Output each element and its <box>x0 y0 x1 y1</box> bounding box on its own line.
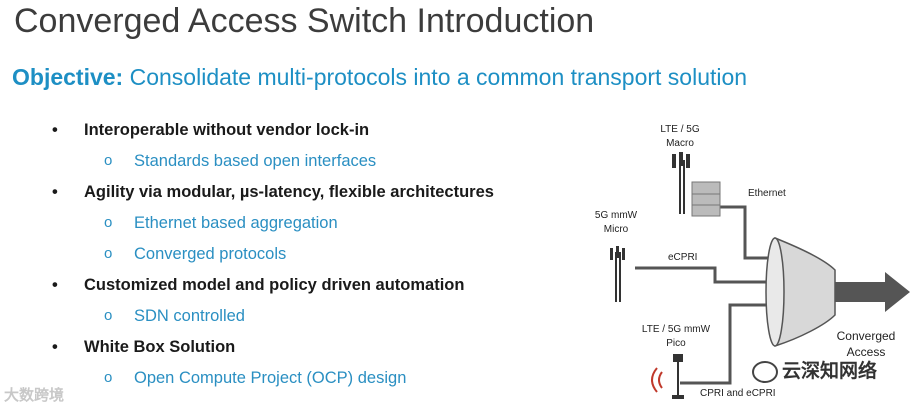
watermark-left: 大数跨境 <box>4 384 64 405</box>
converged-switch-funnel-icon <box>765 237 836 347</box>
sub-bullet-item: o Open Compute Project (OCP) design <box>52 364 494 395</box>
objective-line: Objective: Consolidate multi-protocols i… <box>12 64 747 91</box>
bullet-text: White Box Solution <box>84 338 236 356</box>
cpri-label: CPRI and eCPRI <box>700 388 776 399</box>
sub-bullet-text: SDN controlled <box>134 307 245 325</box>
bullet-text: Agility via modular, µs-latency, flexibl… <box>84 183 494 201</box>
sub-bullet-item: o Ethernet based aggregation <box>52 209 494 240</box>
lte-macro-label-1: LTE / 5G <box>660 124 699 135</box>
pico-antenna-icon <box>651 354 684 399</box>
sub-bullet-circle-icon: o <box>104 245 113 262</box>
sub-bullet-text: Converged protocols <box>134 245 287 263</box>
sub-bullet-circle-icon: o <box>104 152 113 169</box>
ethernet-link <box>720 205 775 260</box>
bullet-dot-icon: • <box>52 338 58 356</box>
macro-tower-icon <box>672 152 690 214</box>
lte-macro-label-2: Macro <box>666 138 694 149</box>
converged-label-1: Converged <box>837 329 896 343</box>
bullet-dot-icon: • <box>52 276 58 294</box>
network-diagram: LTE / 5G Macro 5G mmW Micro Ethernet eCP… <box>595 124 910 399</box>
bullet-text: Interoperable without vendor lock-in <box>84 121 370 139</box>
ecpri-link <box>635 266 778 284</box>
sub-bullet-item: o SDN controlled <box>52 302 494 333</box>
objective-text: Consolidate multi-protocols into a commo… <box>129 64 748 90</box>
bullet-text: Customized model and policy driven autom… <box>84 276 465 294</box>
bullet-item: • White Box Solution <box>52 333 494 364</box>
sub-bullet-circle-icon: o <box>104 369 113 386</box>
sub-bullet-text: Ethernet based aggregation <box>134 214 338 232</box>
objective-lead: Objective: <box>12 64 124 90</box>
ethernet-label: Ethernet <box>748 188 786 199</box>
wechat-icon <box>752 360 778 383</box>
sub-bullet-item: o Converged protocols <box>52 240 494 271</box>
bullet-item: • Customized model and policy driven auto… <box>52 271 494 302</box>
ecpri-label: eCPRI <box>668 252 697 263</box>
pico-label-1: LTE / 5G mmW <box>642 324 711 335</box>
sub-bullet-text: Open Compute Project (OCP) design <box>134 369 407 387</box>
sub-bullet-circle-icon: o <box>104 307 113 324</box>
bullet-dot-icon: • <box>52 121 58 139</box>
slide-title: Converged Access Switch Introduction <box>14 2 595 40</box>
watermark-right-text: 云深知网络 <box>782 361 878 382</box>
sub-bullet-item: o Standards based open interfaces <box>52 147 494 178</box>
mmw-micro-label-2: Micro <box>604 224 629 235</box>
pico-label-2: Pico <box>666 338 686 349</box>
watermark-left-text: 大数跨境 <box>4 387 65 404</box>
output-arrow-icon <box>835 272 910 312</box>
bullet-dot-icon: • <box>52 183 58 201</box>
mmw-micro-label-1: 5G mmW <box>595 210 638 221</box>
sub-bullet-text: Standards based open interfaces <box>134 152 377 170</box>
micro-tower-icon <box>610 246 625 302</box>
converged-label-2: Access <box>847 345 886 359</box>
sub-bullet-circle-icon: o <box>104 214 113 231</box>
bullet-item: • Agility via modular, µs-latency, flexib… <box>52 178 494 209</box>
watermark-right: 云深知网络 <box>752 356 877 383</box>
bullet-item: • Interoperable without vendor lock-in <box>52 116 494 147</box>
server-rack-icon <box>691 181 721 217</box>
cpri-link <box>680 303 775 385</box>
